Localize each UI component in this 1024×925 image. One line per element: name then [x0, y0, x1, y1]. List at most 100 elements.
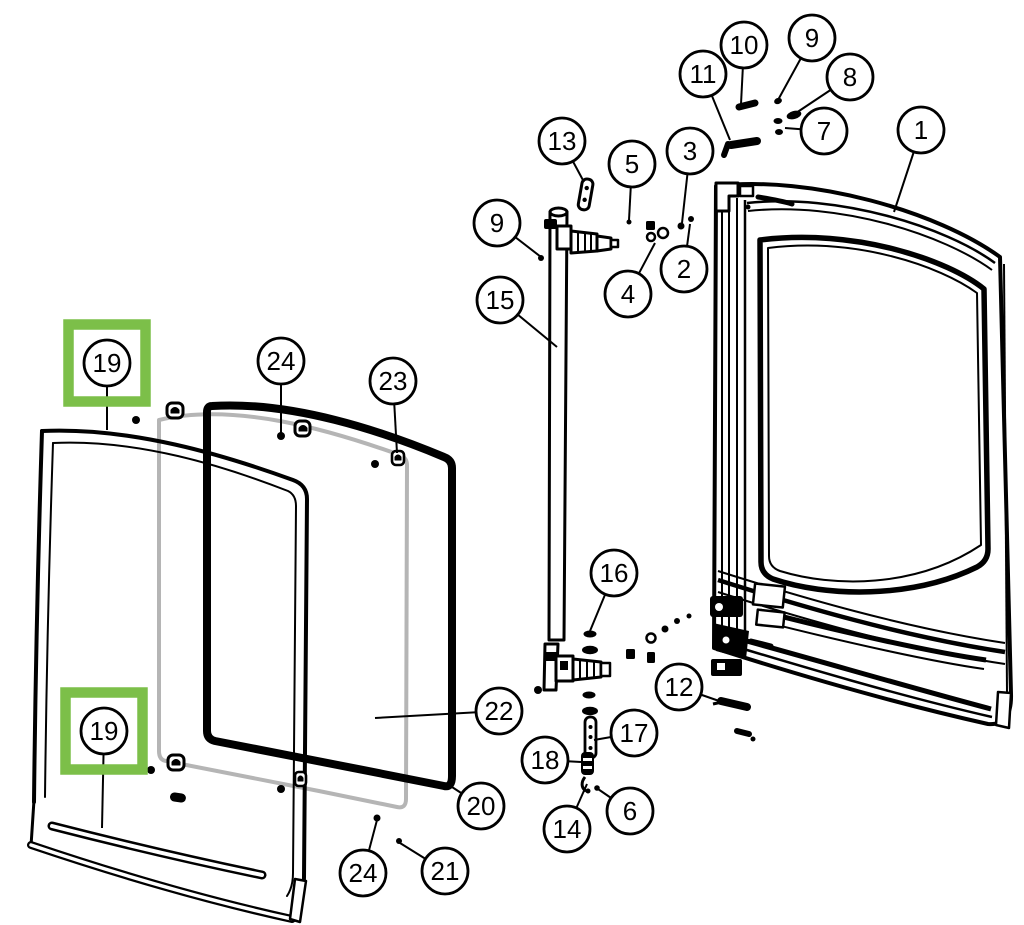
callout-circle[interactable]: [475, 275, 525, 325]
callout-21: 21: [399, 842, 470, 896]
callout-12: 12: [654, 662, 723, 712]
screw-dot: [371, 460, 379, 468]
frame19-outer-top-right: [40, 428, 309, 920]
callout-number: 24: [349, 858, 378, 888]
nut-7: [773, 118, 783, 124]
callout-8: 8: [795, 52, 875, 114]
callout-9: 9: [472, 198, 542, 258]
callout-number: 22: [485, 696, 514, 726]
clip-notch: [298, 425, 308, 432]
callout-circle[interactable]: [896, 105, 946, 155]
callout-circle[interactable]: [542, 804, 592, 854]
callout-circle[interactable]: [338, 848, 388, 898]
callout-circle[interactable]: [79, 706, 129, 756]
callout-circle[interactable]: [474, 686, 524, 736]
callout-circle[interactable]: [603, 269, 653, 319]
callout-circle[interactable]: [589, 548, 639, 598]
callout-number: 12: [665, 672, 694, 702]
callout-circle[interactable]: [609, 708, 659, 758]
callout-circle[interactable]: [665, 126, 715, 176]
callout-number: 9: [490, 208, 504, 238]
callout-circle[interactable]: [537, 116, 587, 166]
hinge-plate: [751, 582, 787, 609]
clip-notch: [297, 775, 304, 782]
callout-circle[interactable]: [719, 20, 769, 70]
pin-hole: [588, 725, 593, 729]
callout-circle[interactable]: [256, 336, 306, 386]
callout-circle[interactable]: [654, 662, 704, 712]
callout-circle[interactable]: [799, 106, 849, 156]
callout-circle[interactable]: [82, 338, 132, 388]
door-top-hinge-rivet: [745, 204, 751, 210]
frame19-inner-top-right: [52, 441, 297, 897]
callout-circle[interactable]: [472, 198, 522, 248]
callout-circle[interactable]: [825, 52, 875, 102]
latch-bit-dot: [750, 736, 756, 742]
screw-10: [735, 99, 759, 111]
callout-circle[interactable]: [520, 735, 570, 785]
washer: [582, 691, 596, 699]
door-midrail: [717, 577, 1006, 655]
callout-number: 21: [431, 856, 460, 886]
callout-circle[interactable]: [678, 49, 728, 99]
pin-11: [727, 137, 761, 149]
callout-number: 14: [553, 814, 582, 844]
callout-circle[interactable]: [659, 244, 709, 294]
latch-pin-12: [717, 697, 751, 711]
hinge-hole: [715, 603, 723, 611]
callout-18: 18: [520, 735, 582, 785]
callout-number: 18: [531, 745, 560, 775]
callout-24: 24: [338, 819, 388, 898]
callout-circle[interactable]: [420, 846, 470, 896]
rivet-dot: [686, 613, 692, 619]
callout-number: 1: [914, 115, 928, 145]
seal-frame-outline: [203, 401, 456, 791]
rod-cap: [548, 206, 569, 218]
hinge-bar: [748, 638, 774, 649]
square-nut: [626, 649, 635, 659]
door-midrail: [717, 570, 1006, 644]
frame19-right-foot: [288, 877, 308, 924]
callout-number: 7: [817, 116, 831, 146]
callout-number: 13: [548, 126, 577, 156]
callout-number: 24: [267, 346, 296, 376]
pin-hole: [588, 746, 593, 750]
window-seal-frame: [203, 401, 456, 791]
callout-number: 11: [690, 59, 717, 89]
screw-pill: [169, 792, 186, 803]
hinge-rod-assembly: [538, 177, 632, 794]
square-nut: [647, 652, 655, 663]
barrel-lines: [579, 660, 595, 679]
door-right-inner-line: [1003, 263, 1008, 694]
callout-10: 10: [719, 20, 769, 105]
callout-circle[interactable]: [368, 356, 418, 406]
rod-tube: [547, 210, 569, 642]
callout-11: 11: [678, 49, 731, 141]
highlight-box: [60, 687, 148, 775]
callout-number: 4: [621, 279, 635, 309]
lower-hinge-slot: [560, 661, 568, 670]
callout-23: 23: [368, 356, 418, 454]
callout-16: 16: [589, 548, 639, 632]
callout-circle[interactable]: [787, 13, 837, 63]
door-mid-hinge-base: [711, 659, 742, 676]
callout-circle[interactable]: [605, 786, 655, 836]
pin-11-tab: [721, 141, 731, 158]
washer-ring: [645, 231, 657, 243]
callout-number: 9: [805, 23, 819, 53]
spool-slit: [583, 758, 592, 761]
washer: [583, 630, 597, 638]
callout-number: 19: [90, 716, 119, 746]
callout-circle[interactable]: [607, 139, 657, 189]
callout-circle[interactable]: [456, 781, 506, 831]
callout-number: 3: [683, 136, 697, 166]
hinge-pin-13: [576, 177, 595, 212]
screw-dot: [147, 766, 155, 774]
spool-slit: [583, 766, 592, 769]
callout-24: 24: [256, 336, 306, 433]
door-mid-hinge-block: [710, 596, 743, 617]
callout-number: 2: [677, 254, 691, 284]
